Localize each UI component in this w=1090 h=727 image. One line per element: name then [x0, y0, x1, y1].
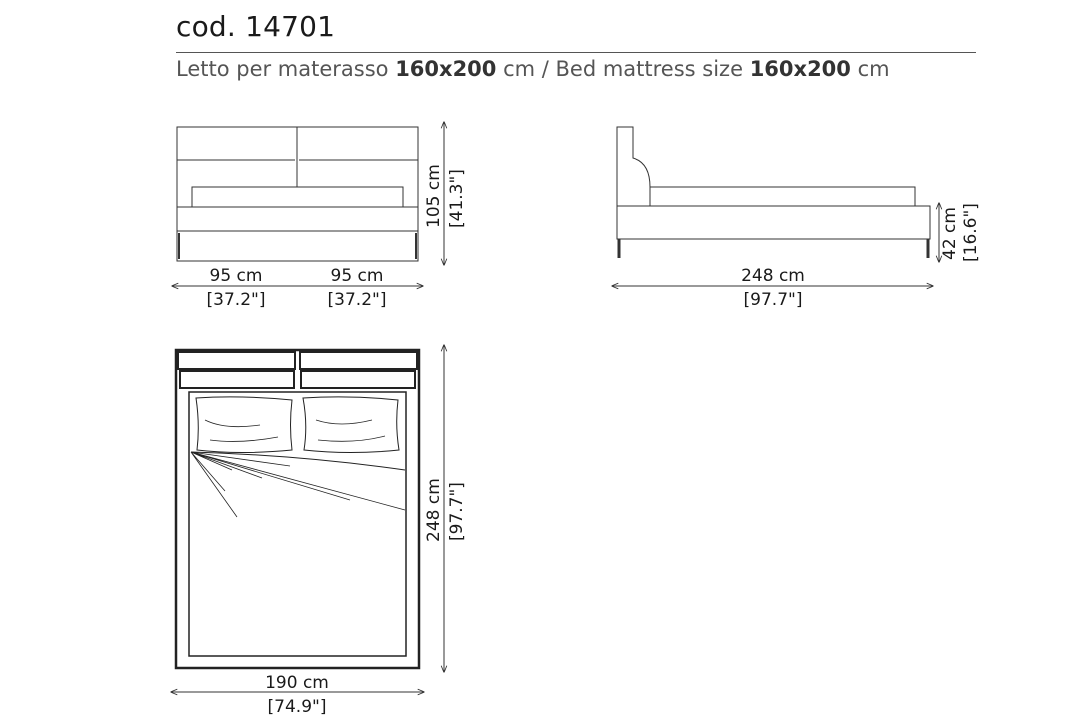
- subtitle-it-size: 160x200: [395, 57, 497, 81]
- top-pillow-left: [195, 396, 293, 453]
- product-code: cod. 14701: [176, 10, 336, 43]
- side-length-cm: 248 cm: [741, 266, 805, 286]
- header-divider: [176, 52, 976, 53]
- subtitle-en-size: 160x200: [749, 57, 851, 81]
- top-pillow-left-crease: [204, 419, 279, 442]
- top-headrest-right: [300, 370, 416, 389]
- side-height-cm: 42 cm: [940, 207, 960, 260]
- front-base: [176, 230, 419, 262]
- product-subtitle: Letto per materasso 160x200 cm / Bed mat…: [176, 57, 890, 81]
- front-width-left-in: [37.2"]: [207, 290, 266, 310]
- top-blanket-folds: [190, 451, 406, 518]
- front-view: [172, 122, 444, 286]
- subtitle-it-label: Letto per materasso: [176, 57, 396, 81]
- top-outer-frame: [174, 348, 421, 670]
- top-length-cm: 248 cm: [424, 478, 444, 542]
- top-width-cm: 190 cm: [265, 673, 329, 693]
- front-height-in: [41.3"]: [447, 169, 467, 228]
- side-frame: [616, 205, 931, 240]
- top-view: [171, 345, 444, 692]
- top-headrest-left: [179, 370, 295, 389]
- top-width-in: [74.9"]: [268, 697, 327, 717]
- side-height-in: [16.6"]: [961, 203, 981, 262]
- side-view: [612, 126, 939, 286]
- front-width-right-cm: 95 cm: [331, 266, 384, 286]
- subtitle-en-label: cm / Bed mattress size: [496, 57, 750, 81]
- front-mattress: [191, 186, 404, 208]
- side-mattress: [649, 186, 916, 207]
- front-height-cm: 105 cm: [424, 164, 444, 228]
- top-pillow-right: [302, 396, 400, 453]
- top-inner-frame: [188, 391, 407, 657]
- side-length-in: [97.7"]: [744, 290, 803, 310]
- side-headboard: [616, 126, 651, 207]
- subtitle-unit: cm: [850, 57, 890, 81]
- front-width-right-in: [37.2"]: [328, 290, 387, 310]
- top-pillow-right-crease: [315, 419, 386, 442]
- front-width-left-cm: 95 cm: [210, 266, 263, 286]
- top-length-in: [97.7"]: [447, 482, 467, 541]
- top-headboard-right: [299, 351, 418, 370]
- top-blanket-edge: [190, 451, 406, 471]
- top-headboard-left: [177, 351, 296, 370]
- front-frame: [176, 206, 419, 232]
